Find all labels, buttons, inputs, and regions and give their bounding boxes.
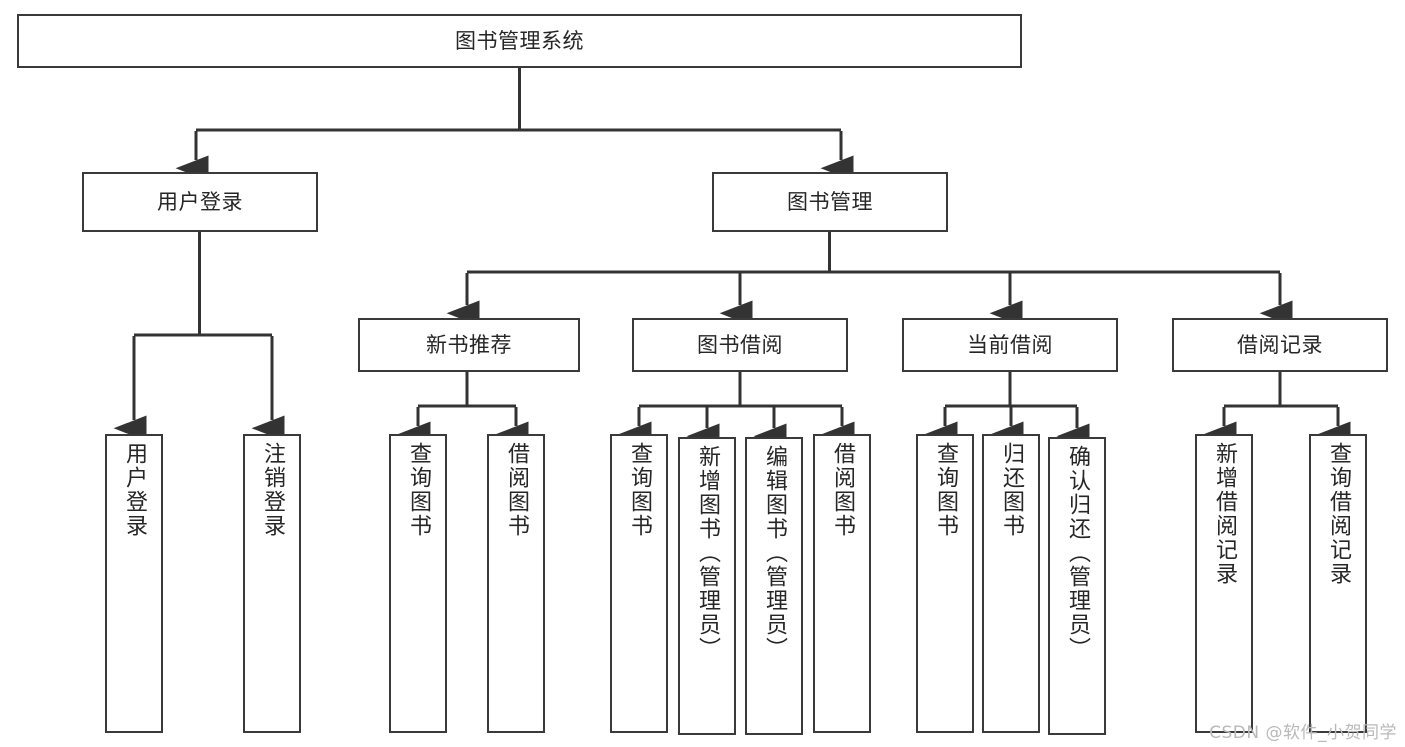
node-label: 查询图书 (626, 442, 652, 538)
node-leaf-borrow-book-recommend[interactable]: 借阅图书 (487, 434, 545, 733)
node-leaf-confirm-return-admin[interactable]: 确认归还（管理员） (1048, 437, 1106, 735)
node-leaf-query-book-current[interactable]: 查询图书 (916, 434, 974, 733)
node-label: 归还图书 (998, 442, 1024, 538)
node-leaf-add-borrow-record[interactable]: 新增借阅记录 (1195, 434, 1253, 733)
node-leaf-query-book-recommend[interactable]: 查询图书 (389, 434, 447, 733)
node-label: 查询图书 (405, 442, 431, 538)
node-label: 查询借阅记录 (1325, 442, 1351, 586)
node-label: 用户登录 (157, 189, 243, 214)
node-label: 查询图书 (932, 442, 958, 538)
node-label: 新增图书（管理员） (694, 445, 720, 661)
node-label: 图书管理 (787, 189, 873, 214)
node-label: 注销登录 (259, 442, 285, 538)
node-label: 编辑图书（管理员） (761, 445, 787, 661)
node-label: 新书推荐 (426, 332, 512, 357)
node-label: 图书管理系统 (455, 28, 584, 53)
node-label: 用户登录 (121, 442, 147, 538)
node-label: 当前借阅 (967, 332, 1053, 357)
node-current-borrow[interactable]: 当前借阅 (902, 318, 1118, 372)
node-label: 借阅记录 (1237, 332, 1323, 357)
node-new-book-recommend[interactable]: 新书推荐 (358, 318, 580, 372)
node-label: 图书借阅 (697, 332, 783, 357)
node-leaf-logout[interactable]: 注销登录 (243, 434, 301, 733)
node-book-management[interactable]: 图书管理 (712, 172, 948, 232)
node-leaf-borrow-book[interactable]: 借阅图书 (813, 434, 871, 733)
node-root-system[interactable]: 图书管理系统 (17, 14, 1022, 68)
node-user-login[interactable]: 用户登录 (82, 172, 318, 232)
node-label: 借阅图书 (503, 442, 529, 538)
node-label: 新增借阅记录 (1211, 442, 1237, 586)
node-leaf-user-login[interactable]: 用户登录 (105, 434, 163, 733)
node-book-borrow[interactable]: 图书借阅 (632, 318, 848, 372)
node-leaf-query-book-borrow[interactable]: 查询图书 (610, 434, 668, 733)
node-leaf-query-borrow-record[interactable]: 查询借阅记录 (1309, 434, 1367, 733)
node-borrow-records[interactable]: 借阅记录 (1172, 318, 1388, 372)
node-leaf-add-book-admin[interactable]: 新增图书（管理员） (678, 437, 736, 735)
node-label: 确认归还（管理员） (1064, 445, 1090, 661)
node-leaf-return-book[interactable]: 归还图书 (982, 434, 1040, 733)
node-leaf-edit-book-admin[interactable]: 编辑图书（管理员） (745, 437, 803, 735)
node-label: 借阅图书 (829, 442, 855, 538)
